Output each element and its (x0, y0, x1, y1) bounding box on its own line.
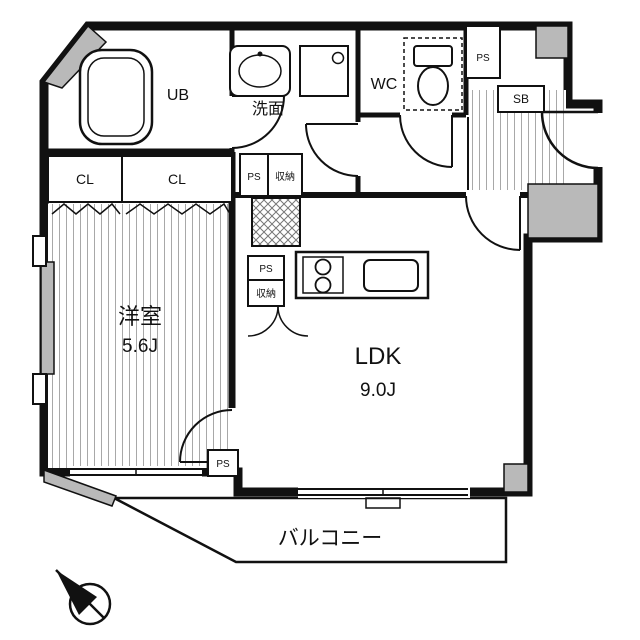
pillar-top-right (535, 25, 569, 59)
ps-entrance-label: PS (476, 53, 490, 64)
bedroom-floor-hatch (48, 204, 232, 468)
wall-left-gray (40, 261, 55, 375)
kitchen-sink-icon (363, 259, 419, 292)
balcony-step (365, 497, 401, 509)
pillar-bottom-right (503, 463, 529, 493)
ps-kitchen-label: PS (259, 264, 273, 275)
pillar-bottom-left (43, 468, 117, 507)
storage-box-washroom (267, 153, 303, 197)
ps-washroom-label: PS (247, 172, 261, 183)
wc-label: WC (371, 76, 398, 93)
wc-door-arc (399, 114, 453, 168)
closet-left-box (47, 155, 123, 203)
western-room-label: 洋室 (118, 304, 162, 329)
ps-bedroom-label: PS (216, 459, 230, 470)
compass-north-icon (55, 569, 112, 626)
entrance-door-opening (592, 113, 605, 167)
ub-label: UB (167, 87, 189, 104)
kitchen-counter (294, 250, 430, 300)
washing-machine-pan-icon (299, 45, 349, 97)
washroom-label: 洗面 (252, 100, 284, 118)
window-left-lower (32, 373, 47, 405)
closet-left-door-symbol (51, 202, 121, 215)
balcony-label: バルコニー (278, 527, 383, 550)
entrance-door-arc (540, 110, 599, 170)
window-ldk-balcony (298, 486, 470, 498)
ldk-size: 9.0J (360, 380, 396, 401)
closet-right-label: CL (168, 171, 186, 187)
toilet-icon (403, 37, 463, 111)
window-bedroom-balcony (70, 466, 202, 478)
ps-box-bedroom (207, 449, 239, 477)
ldk-door-arc (465, 195, 521, 251)
closet-right-door-symbol (125, 202, 231, 215)
closet-left-label: CL (76, 171, 94, 187)
shoe-box (497, 85, 545, 113)
windows (32, 235, 470, 509)
bathtub-icon (78, 48, 154, 146)
ps-box-entrance (465, 25, 501, 79)
storage-box-kitchen (247, 279, 285, 307)
pillar-top-left (42, 24, 108, 89)
pillars (40, 24, 599, 507)
storage-washroom-label: 収納 (275, 170, 295, 183)
closet-right-box (121, 155, 233, 203)
western-room-size: 5.6J (122, 336, 158, 357)
duct-space-hatch (251, 197, 301, 247)
shoe-box-label: SB (513, 92, 529, 106)
ps-box-washroom (239, 153, 269, 197)
storage-kitchen-label: 収納 (256, 287, 276, 300)
window-left-upper (32, 235, 47, 267)
washbasin-icon (229, 45, 291, 97)
pillar-entrance (527, 183, 599, 239)
storage-door-arcs (247, 305, 309, 337)
washroom-door-arc (305, 123, 359, 177)
ldk-label: LDK (355, 343, 402, 370)
stove-icon (302, 256, 344, 294)
